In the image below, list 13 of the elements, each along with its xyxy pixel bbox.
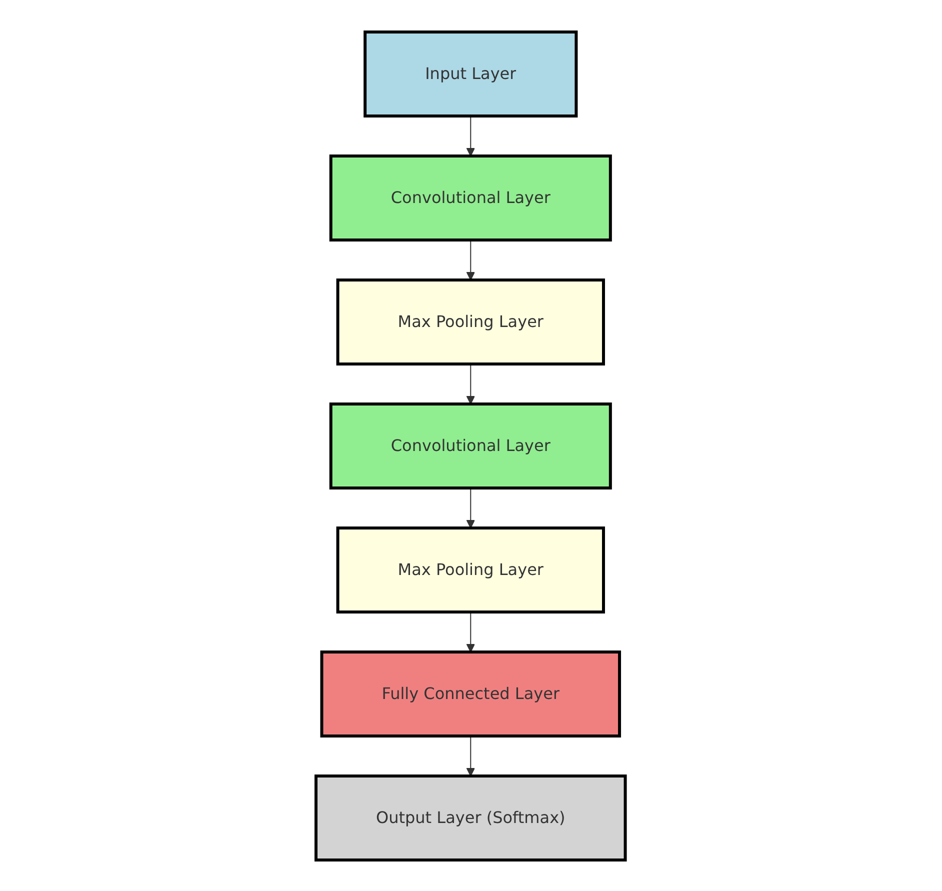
arrow [466,363,476,404]
arrow [466,735,476,776]
arrow [466,487,476,528]
node-box: Input Layer [364,30,578,117]
node-box: Convolutional Layer [330,154,612,241]
arrow [466,611,476,652]
node-box: Output Layer (Softmax) [314,774,628,861]
node-box: Max Pooling Layer [336,278,606,365]
arrow [466,239,476,280]
arrow [466,115,476,156]
node-box: Convolutional Layer [330,402,612,489]
node-box: Fully Connected Layer [320,650,622,737]
node-box: Max Pooling Layer [336,526,606,613]
